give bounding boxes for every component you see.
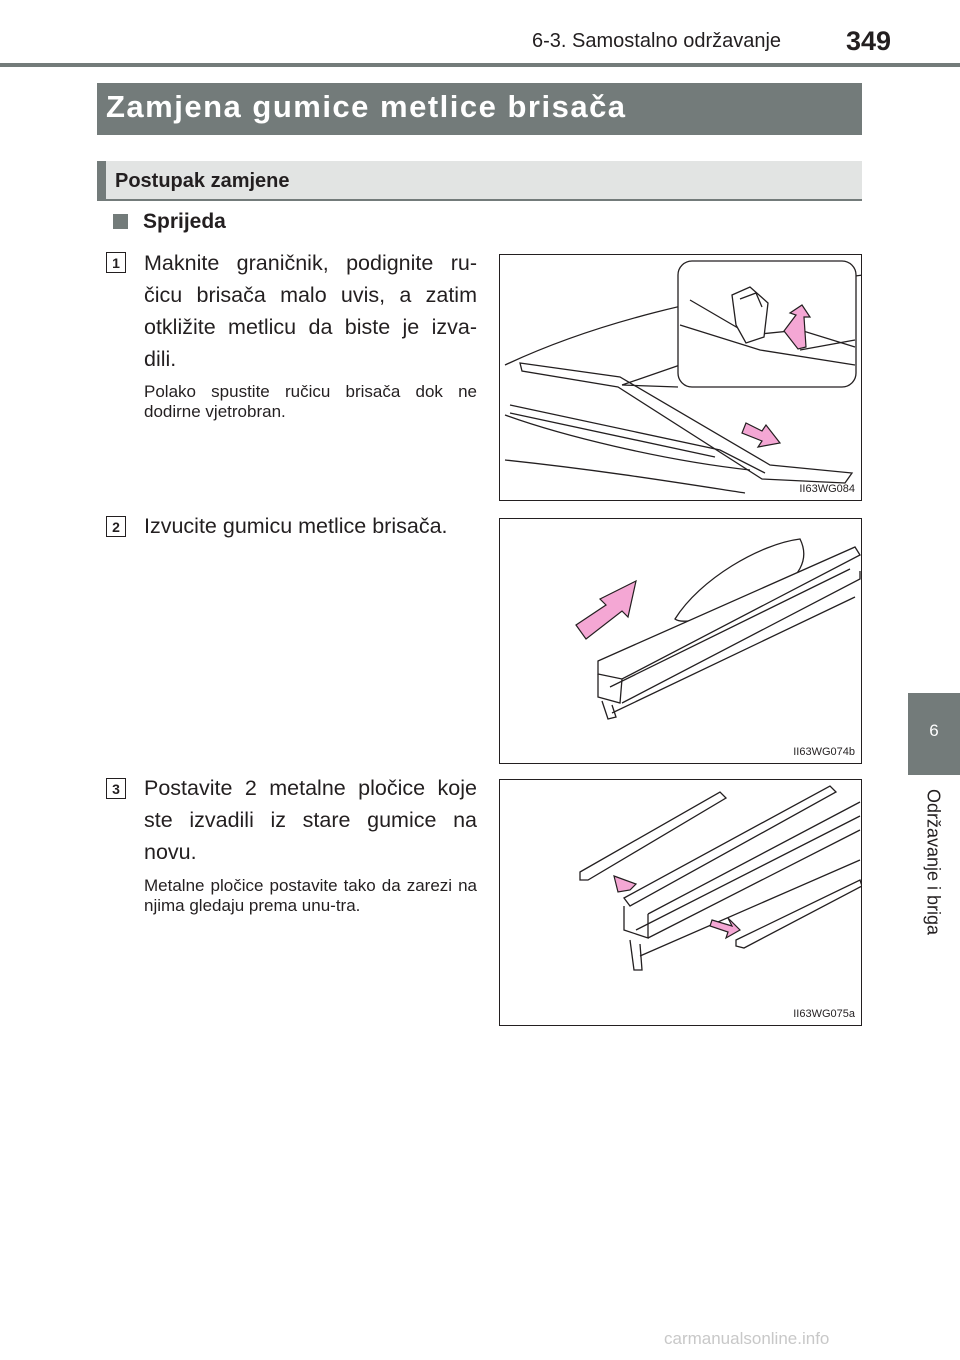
watermark: carmanualsonline.info (664, 1329, 830, 1348)
metal-plates-illustration (579, 785, 861, 971)
step-note-1: Polako spustite ručicu brisača dok ne do… (144, 382, 477, 421)
square-bullet-icon (113, 214, 128, 229)
wiper-rubber-illustration (575, 538, 861, 720)
step-number-2: 2 (106, 516, 126, 537)
chapter-tab: 6 (908, 693, 960, 775)
figure-code-2: II63WG074b (793, 746, 855, 758)
title-bar: Zamjena gumice metlice brisača (97, 83, 862, 135)
figure-3: II63WG075a (499, 779, 862, 1026)
arrow-left-insert-icon (613, 875, 638, 893)
subheading-accent (97, 161, 106, 201)
chapter-label: Održavanje i briga (923, 788, 944, 936)
page-title: Zamjena gumice metlice brisača (106, 89, 627, 124)
figure-1: II63WG084 (499, 254, 862, 501)
figure-2: II63WG074b (499, 518, 862, 764)
step-note-3: Metalne pločice postavite tako da zarezi… (144, 876, 477, 915)
step-text-3: Postavite 2 metalne pločice koje ste izv… (144, 776, 477, 864)
arrow-up-icon (783, 304, 812, 350)
subheading: Postupak zamjene (115, 170, 290, 192)
figure-code-3: II63WG075a (793, 1008, 855, 1020)
chapter-number: 6 (929, 721, 939, 740)
arrow-pull-icon (575, 579, 637, 640)
step-number-3: 3 (106, 778, 126, 799)
step-number-1: 1 (106, 252, 126, 273)
step-text-2: Izvucite gumicu metlice brisača. (144, 514, 448, 538)
wiper-arm-illustration (504, 260, 861, 494)
step-text-1: Maknite graničnik, podignite ru-čicu bri… (144, 251, 477, 371)
header-section-title: 6-3. Samostalno održavanje (532, 30, 782, 52)
page-number: 349 (846, 26, 892, 56)
subsection-title: Sprijeda (143, 210, 226, 233)
header-rule (0, 63, 960, 67)
figure-code-1: II63WG084 (799, 483, 855, 495)
subheading-bar: Postupak zamjene (97, 161, 862, 201)
arrow-slide-icon (741, 422, 782, 448)
arrow-right-insert-icon (709, 917, 741, 940)
